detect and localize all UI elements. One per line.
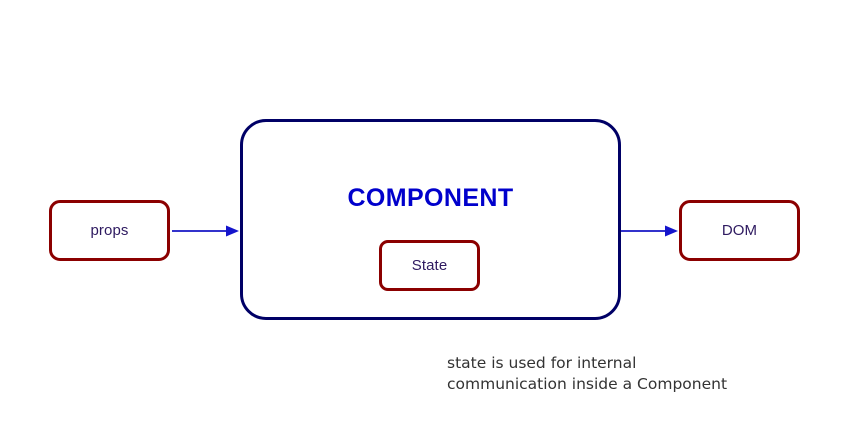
component-title: COMPONENT <box>347 184 514 212</box>
node-dom[interactable]: DOM <box>679 200 800 261</box>
node-props-label: props <box>90 222 129 239</box>
arrow-right-icon <box>621 225 678 237</box>
node-state[interactable]: State <box>379 240 480 291</box>
diagram-caption: state is used for internal communication… <box>447 353 787 395</box>
node-dom-label: DOM <box>721 222 758 239</box>
node-props[interactable]: props <box>49 200 170 261</box>
node-state-label: State <box>411 257 448 274</box>
arrow-component-to-dom <box>621 224 679 238</box>
caption-line-1: state is used for internal <box>447 354 637 372</box>
caption-line-2: communication inside a Component <box>447 375 728 393</box>
arrow-right-icon <box>172 225 239 237</box>
node-component[interactable]: COMPONENT <box>240 119 621 320</box>
arrow-props-to-component <box>172 224 240 238</box>
